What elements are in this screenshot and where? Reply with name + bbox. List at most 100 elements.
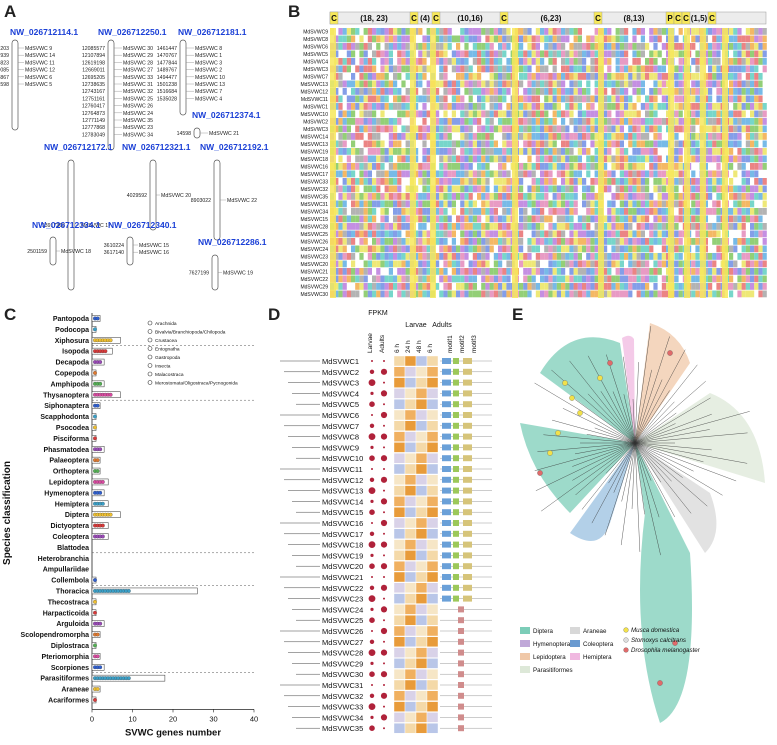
residue-cell <box>548 178 553 185</box>
residue-cell <box>548 223 553 230</box>
gene-name: MdSVWC13 <box>322 487 363 496</box>
residue-cell <box>418 215 423 223</box>
residue-cell <box>737 80 742 88</box>
residue-cell <box>405 193 410 200</box>
heatmap-cell <box>426 485 439 496</box>
residue-cell <box>573 133 578 140</box>
residue-cell <box>519 178 524 185</box>
residue-cell <box>716 28 721 35</box>
residue-cell <box>355 215 360 223</box>
residue-cell <box>535 290 540 298</box>
residue-cell <box>619 88 624 95</box>
residue-cell <box>586 88 591 95</box>
residue-cell <box>535 125 540 133</box>
residue-cell <box>678 103 683 110</box>
residue-cell <box>695 238 700 245</box>
residue-cell <box>443 230 448 238</box>
residue-cell <box>619 223 624 230</box>
residue-cell <box>493 35 498 43</box>
residue-cell <box>590 230 595 238</box>
residue-cell <box>754 283 759 290</box>
residue-cell <box>447 140 452 148</box>
residue-cell <box>380 200 385 208</box>
gene-position: 12695205 <box>82 75 105 81</box>
residue-cell <box>464 125 469 133</box>
residue-cell <box>653 275 658 283</box>
residue-cell <box>615 35 620 43</box>
residue-cell <box>447 155 452 163</box>
heatmap-cell <box>393 409 406 421</box>
residue-cell <box>712 155 717 163</box>
residue-cell <box>443 260 448 268</box>
residue-cell <box>544 290 549 298</box>
residue-cell <box>737 290 742 298</box>
residue-cell <box>426 200 431 208</box>
residue-cell <box>460 140 465 148</box>
residue-cell <box>481 155 486 163</box>
residue-cell <box>376 200 381 208</box>
residue-cell <box>750 80 755 88</box>
residue-cell <box>636 65 641 73</box>
residue-cell <box>561 88 566 95</box>
residue-cell <box>741 245 746 253</box>
residue-cell <box>519 215 524 223</box>
residue-cell <box>695 133 700 140</box>
fpkm-adults-bubble <box>380 541 388 548</box>
residue-cell <box>338 43 343 50</box>
heatmap-cell <box>393 442 406 453</box>
residue-cell <box>506 230 511 238</box>
residue-cell <box>636 185 641 193</box>
gene-name: MdSVWC3 <box>322 379 359 388</box>
residue-cell <box>464 283 469 290</box>
residue-cell <box>636 178 641 185</box>
residue-cell <box>615 58 620 65</box>
residue-cell <box>493 290 498 298</box>
residue-cell <box>363 95 368 103</box>
residue-cell <box>619 125 624 133</box>
residue-cell <box>527 80 532 88</box>
residue-cell <box>502 208 507 215</box>
tree-branch <box>634 414 712 444</box>
fpkm-adults-bubble <box>380 411 388 419</box>
fpkm-larvae-bubble <box>368 541 376 548</box>
residue-cell <box>653 73 658 80</box>
residue-cell <box>569 73 574 80</box>
residue-cell <box>649 65 654 73</box>
chromosome-id: NW_026712181.1 <box>178 27 247 37</box>
residue-cell <box>708 65 713 73</box>
residue-cell <box>443 238 448 245</box>
residue-cell <box>443 133 448 140</box>
residue-cell <box>615 50 620 58</box>
residue-cell <box>582 268 587 275</box>
motif3-box <box>463 433 472 440</box>
residue-cell <box>422 275 427 283</box>
residue-cell <box>456 245 461 253</box>
residue-cell <box>619 50 624 58</box>
residue-cell <box>586 65 591 73</box>
data-point <box>126 589 131 593</box>
residue-cell <box>548 290 553 298</box>
residue-cell <box>472 283 477 290</box>
motif-header: motif3 <box>471 335 478 353</box>
heatmap-cell <box>426 452 439 464</box>
residue-cell <box>745 140 750 148</box>
heatmap-cell <box>415 550 428 561</box>
gene-label: MdSVWC 27 <box>123 68 153 74</box>
residue-cell <box>603 260 608 268</box>
gene-name: MdSVWC24 <box>322 605 363 614</box>
residue-cell <box>758 148 763 155</box>
residue-cell <box>523 58 528 65</box>
residue-cell <box>531 208 536 215</box>
residue-cell <box>729 65 734 73</box>
residue-cell <box>565 58 570 65</box>
legend-marker <box>147 337 153 343</box>
residue-cell <box>607 170 612 178</box>
residue-cell <box>716 43 721 50</box>
residue-cell <box>569 148 574 155</box>
residue-cell <box>544 110 549 118</box>
alignment-row-name: MdSVWC1 <box>303 105 328 111</box>
residue-cell <box>712 268 717 275</box>
residue-cell <box>359 73 364 80</box>
residue-cell <box>556 95 561 103</box>
